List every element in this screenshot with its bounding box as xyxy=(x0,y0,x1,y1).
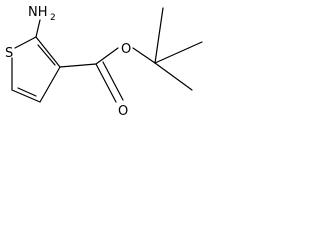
carbonyl-oxygen-label: O xyxy=(118,104,128,119)
bond-tbutyl-right xyxy=(154,41,203,64)
bond-c3-c4 xyxy=(39,66,61,103)
bond-carbonyl-double-b xyxy=(102,61,124,101)
bond-ester-oxygen-tbutyl xyxy=(132,47,156,64)
bond-tbutyl-top xyxy=(154,7,164,64)
bond-s-c2 xyxy=(14,36,37,49)
bond-c3-carbonyl-carbon xyxy=(59,63,97,68)
bond-c4-c5 xyxy=(11,89,41,103)
bond-c2-c3 xyxy=(35,36,61,68)
bond-carbonyl-ester-oxygen xyxy=(95,47,119,65)
ester-oxygen-label: O xyxy=(121,42,131,57)
structure-diagram: S NH 2 O O xyxy=(0,0,212,121)
sulfur-label: S xyxy=(5,46,13,61)
amine-label: NH xyxy=(28,5,48,20)
amine-subscript: 2 xyxy=(50,13,56,23)
bond-tbutyl-bottom xyxy=(154,62,193,91)
bond-c2-c3-inner xyxy=(37,44,56,66)
bond-c2-n xyxy=(35,19,41,38)
molecule-structure: S NH 2 O O xyxy=(5,5,203,119)
bond-carbonyl-double-a xyxy=(95,63,117,103)
bond-c4-c5-inner xyxy=(17,87,37,97)
